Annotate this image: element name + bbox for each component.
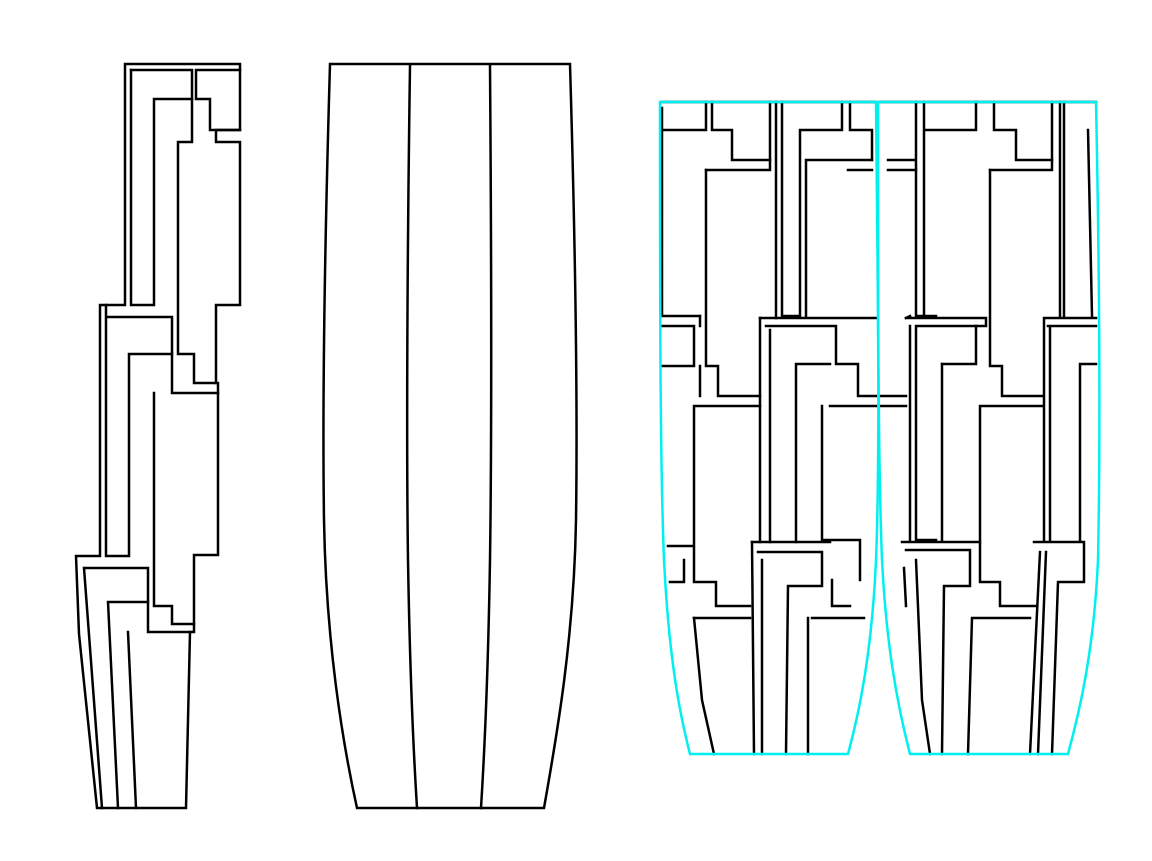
tile-bottom-outline <box>82 566 192 810</box>
blank-right-inner-line <box>479 64 493 810</box>
tile-bottom-inner <box>106 600 150 810</box>
tile-mid-inner <box>106 352 196 626</box>
tile-top-hook <box>129 68 218 385</box>
blank-left-inner-line <box>405 64 419 810</box>
stacked-tile-strip <box>74 62 242 810</box>
tile-top-inner <box>129 68 194 307</box>
preview-pattern-right <box>878 100 1098 756</box>
preview-pattern-left <box>660 100 880 756</box>
tile-mid-outline <box>104 303 220 558</box>
blank-cylinder-blank <box>322 62 578 810</box>
strip-outline <box>74 62 242 810</box>
tiled-cylinder-preview <box>658 100 1101 756</box>
guide-outline-right <box>876 100 1101 756</box>
blank-outline <box>322 62 578 810</box>
tile-top-notch <box>194 68 242 132</box>
